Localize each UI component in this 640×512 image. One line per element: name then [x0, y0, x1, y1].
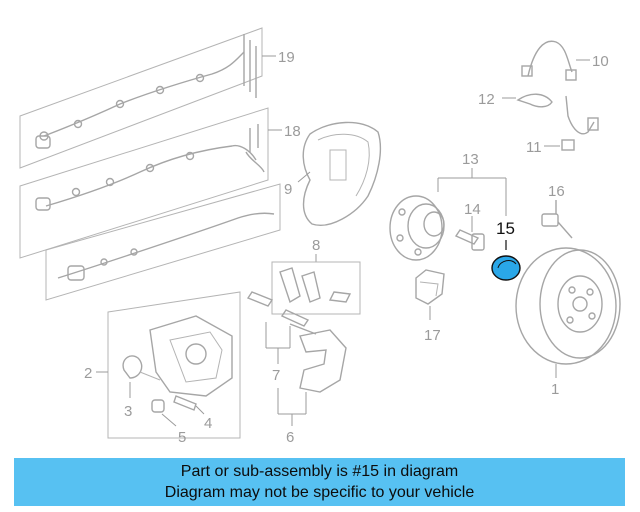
- brake-pad-set-8: [271, 261, 361, 315]
- exploded-parts-diagram: 19 18 9 10 12 11: [19, 27, 621, 446]
- wear-sensor-panel-19: [19, 27, 263, 169]
- callout-13: 13: [462, 151, 479, 168]
- caliper-assembly-box: [107, 291, 241, 439]
- callout-12: 12: [478, 91, 495, 108]
- callout-11: 11: [526, 139, 542, 156]
- brake-hose-11: [561, 95, 599, 151]
- callout-3: 3: [124, 403, 132, 420]
- bracket-12: [516, 93, 553, 108]
- callout-14: 14: [464, 201, 481, 218]
- callout-9: 9: [284, 181, 292, 198]
- callout-10: 10: [592, 53, 609, 70]
- callout-4: 4: [204, 415, 212, 432]
- hub-bolt-14: [454, 229, 485, 251]
- caliper-bracket-6: [299, 329, 347, 393]
- wear-sensor-panel-lower: [45, 183, 281, 301]
- callout-16: 16: [548, 183, 565, 200]
- brake-hose-10: [521, 40, 577, 81]
- guide-pins-7: [246, 291, 317, 335]
- callout-2: 2: [84, 365, 92, 382]
- banner-line-1: Part or sub-assembly is #15 in diagram: [180, 463, 459, 480]
- wheel-hub-13: [389, 195, 445, 261]
- callout-19: 19: [278, 49, 295, 66]
- dust-cap-15-highlighted: [491, 255, 521, 281]
- guide-clip-17: [415, 269, 445, 305]
- abs-sensor-16: [541, 200, 573, 239]
- callout-5: 5: [178, 429, 186, 446]
- banner-line-2: Diagram may not be specific to your vehi…: [164, 484, 475, 501]
- callout-1: 1: [551, 381, 559, 398]
- brake-disc-1: [515, 247, 621, 365]
- callout-18: 18: [284, 123, 301, 140]
- callout-8: 8: [312, 237, 320, 254]
- dust-cap-15-rim: [497, 260, 517, 269]
- backing-plate-9: [302, 121, 382, 226]
- callout-6: 6: [286, 429, 294, 446]
- callout-17: 17: [424, 327, 441, 344]
- wear-sensor-panel-18: [19, 107, 269, 259]
- callout-15: 15: [496, 219, 515, 238]
- callout-7: 7: [272, 367, 280, 384]
- info-banner: Part or sub-assembly is #15 in diagram D…: [14, 458, 625, 506]
